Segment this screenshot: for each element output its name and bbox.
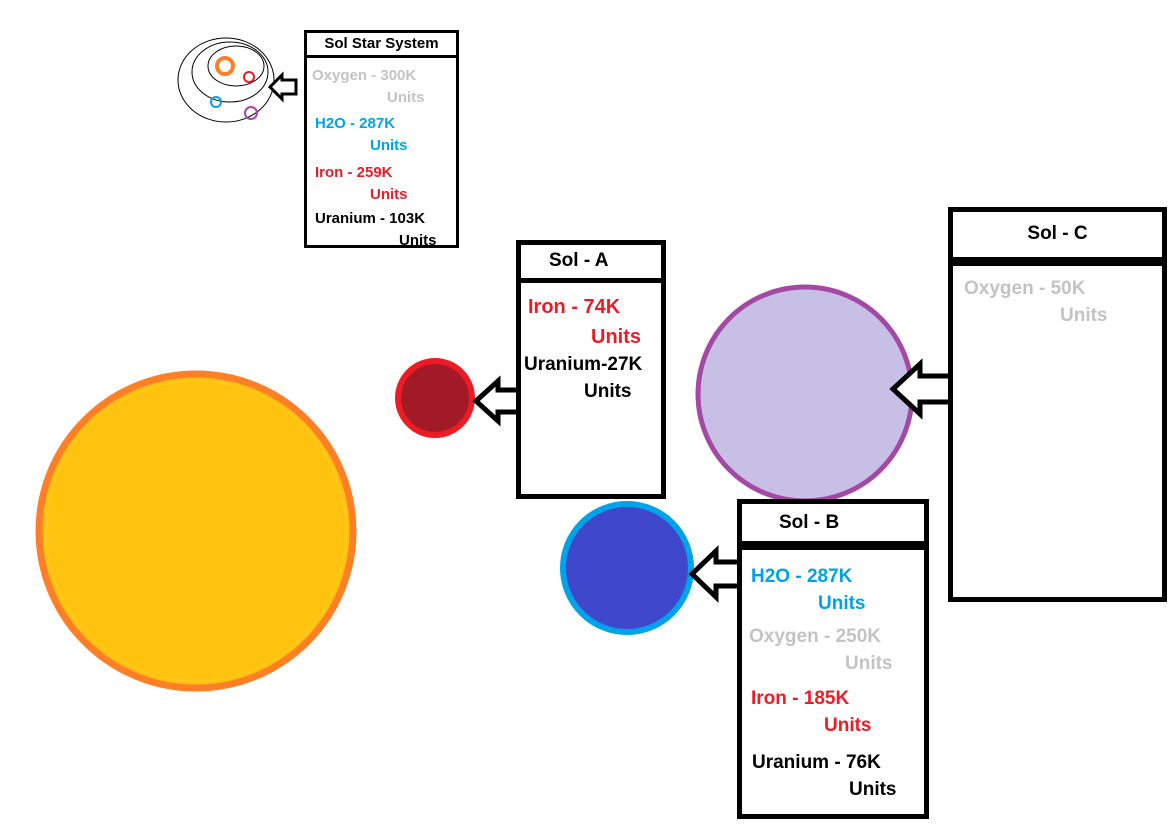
sol-a-iron-unit: Units (591, 326, 641, 348)
system-iron-label: Iron - 259K (315, 164, 393, 181)
sol-b-oxygen-label: Oxygen - 250K (749, 626, 881, 647)
sol-c-oxygen-label: Oxygen - 50K (964, 278, 1086, 299)
sol-c-title: Sol - C (953, 212, 1162, 266)
arrow-left-icon (267, 71, 298, 103)
sol-b-title: Sol - B (742, 504, 924, 550)
mini-planet-c-icon (244, 106, 258, 120)
arrow-a-icon (472, 375, 523, 427)
sol-b-h2o-label: H2O - 287K (751, 566, 853, 587)
system-iron-unit: Units (370, 186, 408, 203)
system-h2o-unit: Units (370, 137, 408, 154)
sun-star (35, 370, 357, 692)
mini-planet-b-icon (210, 96, 222, 108)
mini-solar-system-icon (177, 37, 298, 123)
system-oxygen-label: Oxygen - 300K (312, 67, 417, 84)
sol-b-iron-label: Iron - 185K (751, 688, 850, 709)
sol-a-uranium-label: Uranium-27K (524, 354, 643, 375)
mini-planet-a-icon (243, 71, 255, 83)
system-h2o-label: H2O - 287K (315, 115, 396, 132)
sol-b-h2o-unit: Units (818, 593, 866, 614)
sol-b-uranium-unit: Units (849, 779, 897, 800)
system-panel: Sol Star System Oxygen - 300K Units H2O … (304, 30, 459, 249)
sol-b-iron-unit: Units (824, 715, 872, 736)
arrow-b-icon (688, 545, 745, 603)
sol-b-uranium-label: Uranium - 76K (752, 752, 881, 773)
sol-a-title: Sol - A (521, 245, 661, 283)
system-oxygen-unit: Units (387, 89, 425, 106)
sol-c-oxygen-unit: Units (1060, 305, 1108, 326)
sol-b-panel: Sol - B H2O - 287K Units Oxygen - 250K U… (737, 499, 929, 819)
sol-a-panel: Sol - A Iron - 74K Units Uranium-27K Uni… (516, 240, 666, 499)
planet-a (395, 358, 475, 438)
system-panel-title: Sol Star System (307, 33, 456, 58)
sol-a-uranium-unit: Units (584, 381, 632, 402)
sol-c-panel: Sol - C Oxygen - 50K Units (948, 207, 1167, 602)
planet-c (695, 284, 915, 504)
arrow-c-icon (889, 358, 955, 420)
mini-star-icon (215, 56, 235, 76)
sol-a-iron-label: Iron - 74K (528, 296, 621, 318)
sol-b-oxygen-unit: Units (845, 653, 893, 674)
planet-b (560, 501, 694, 635)
system-uranium-label: Uranium - 103K (315, 210, 426, 227)
system-uranium-unit: Units (399, 232, 437, 249)
